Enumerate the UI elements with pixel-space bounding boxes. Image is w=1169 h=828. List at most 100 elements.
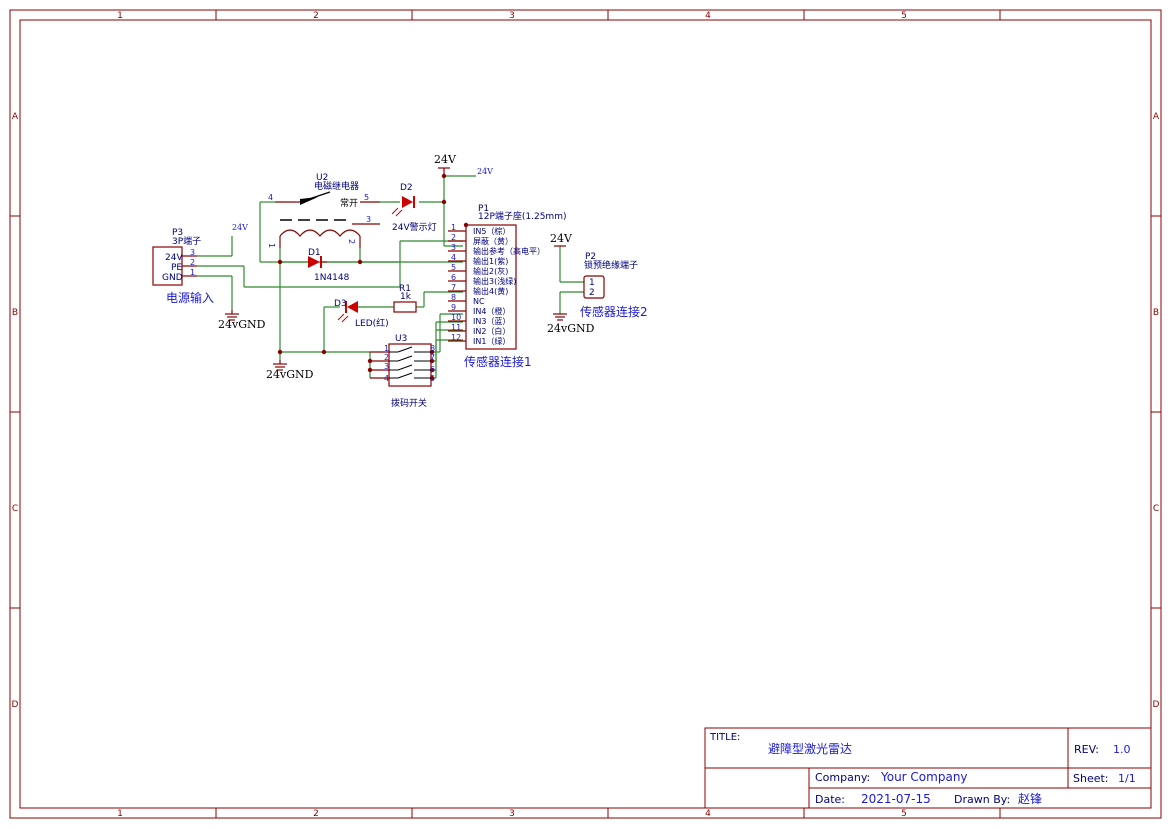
- p1-signal-label: IN2（白）: [473, 326, 510, 336]
- power-gnd-p3: 24vGND: [218, 310, 266, 331]
- led-d2: D2 24V警示灯: [391, 183, 437, 233]
- company-value: Your Company: [880, 770, 968, 784]
- u2-pin-number: 5: [364, 193, 369, 202]
- p1-pin-number: 6: [451, 273, 456, 282]
- d2-ref: D2: [400, 183, 413, 193]
- p2-pin-number: 1: [589, 278, 595, 288]
- sheet-value: 1/1: [1118, 772, 1136, 785]
- frame-labels: 1 2 3 4 5 1 2 3 4 5 A B C D A B C D: [12, 11, 1160, 819]
- d3-ref: D3: [334, 299, 347, 309]
- rev-label: REV:: [1074, 743, 1099, 756]
- gnd-label: 24vGND: [266, 368, 314, 381]
- p1-value: 12P端子座(1.25mm): [478, 210, 566, 222]
- company-label: Company:: [815, 771, 870, 784]
- frame-row-label: D: [12, 700, 19, 710]
- u3-pin-number: 7: [430, 353, 435, 362]
- p1-pin-number: 10: [451, 313, 461, 322]
- relay-u2: U2 电磁继电器 常开 4 5 3 1 2: [267, 173, 380, 248]
- date-label: Date:: [815, 793, 845, 806]
- frame-row-label: B: [12, 308, 18, 318]
- frame-row-label: A: [1153, 112, 1160, 122]
- p1-signal-label: IN1（绿）: [473, 337, 510, 346]
- u3-pin-number: 8: [430, 344, 435, 353]
- p2-ref: P2: [585, 252, 596, 262]
- connector-p1: P1 12P端子座(1.25mm) 传感器连接1: [464, 204, 566, 369]
- frame-col-label: 5: [901, 11, 907, 21]
- u3-pin-number: 6: [430, 365, 435, 374]
- p3-ref: P3: [172, 228, 183, 238]
- p1-signal-label: 输出2(灰): [473, 266, 508, 276]
- p1-signal-label: IN5（棕）: [473, 226, 510, 236]
- u3-pin-number: 4: [384, 374, 389, 383]
- power-gnd-left: 24vGND: [266, 360, 314, 381]
- p1-signal-label: 输出4(黄): [473, 286, 508, 296]
- frame-col-label: 4: [705, 11, 711, 21]
- frame-col-label: 2: [313, 11, 319, 21]
- p1-pin-number: 8: [451, 293, 456, 302]
- gnd-label: 24vGND: [218, 318, 266, 331]
- frame-row-label: B: [1153, 308, 1159, 318]
- p2-pin-number: 2: [589, 288, 595, 298]
- u3-pin-number: 5: [430, 374, 435, 383]
- p1-signal-label: 输出3(浅绿): [473, 276, 516, 286]
- p1-pin-number: 2: [451, 233, 456, 242]
- frame-col-label: 4: [705, 809, 711, 819]
- p3-value: 3P端子: [172, 235, 201, 247]
- drawn-by-value: 赵锋: [1018, 792, 1042, 806]
- p3-pin-name: GND: [162, 273, 183, 283]
- u3-pin-number: 1: [384, 344, 389, 353]
- u3-value: 拨码开关: [391, 397, 427, 409]
- p1-pin-number: 12: [451, 333, 461, 342]
- u2-ref: U2: [316, 173, 328, 183]
- frame-col-label: 3: [509, 11, 515, 21]
- date-value: 2021-07-15: [861, 792, 931, 806]
- u2-pin-number: 1: [267, 243, 276, 248]
- p3-pin-number: 1: [190, 268, 195, 277]
- title-label: TITLE:: [709, 732, 740, 743]
- sheet-frame: [9, 9, 1162, 819]
- p1-signal-label: 输出1(紫): [473, 256, 508, 266]
- frame-row-label: C: [12, 504, 18, 514]
- p1-signal-label: IN3（蓝）: [473, 316, 510, 326]
- wires: [197, 175, 584, 379]
- rev-value: 1.0: [1113, 743, 1131, 756]
- frame-col-label: 1: [117, 11, 123, 21]
- net-label-24v: 24V: [477, 167, 493, 176]
- u2-pin-number: 4: [268, 193, 273, 202]
- p3-pin-number: 2: [190, 258, 195, 267]
- p1-signal-label: 输出参考（高电平）: [473, 246, 545, 256]
- p1-signal-label: IN4（橙）: [473, 306, 510, 316]
- power-24v-label: 24V: [434, 153, 457, 166]
- gnd-label: 24vGND: [547, 322, 595, 335]
- p1-signal-label: 屏蔽（黄）: [473, 236, 513, 246]
- frame-col-label: 1: [117, 809, 123, 819]
- p1-pin-number: 7: [451, 283, 456, 292]
- u2-contact-label: 常开: [340, 197, 358, 209]
- power-gnd-p2: 24vGND: [547, 313, 595, 335]
- frame-col-label: 3: [509, 809, 515, 819]
- frame-col-label: 5: [901, 809, 907, 819]
- u2-pin-number: 3: [366, 215, 371, 224]
- led-d3: D3 LED(红): [334, 299, 389, 329]
- d1-ref: D1: [308, 248, 321, 258]
- frame-row-label: D: [1153, 700, 1160, 710]
- d3-value: LED(红): [355, 317, 389, 329]
- d2-value: 24V警示灯: [392, 221, 437, 233]
- frame-row-label: A: [12, 112, 19, 122]
- u2-value: 电磁继电器: [314, 180, 359, 192]
- p1-pin-number: 9: [451, 303, 456, 312]
- u3-pin-number: 3: [384, 362, 389, 371]
- frame-row-label: C: [1153, 504, 1159, 514]
- p1-pin-number: 4: [451, 253, 456, 262]
- p1-pin-number: 11: [451, 323, 461, 332]
- p2-value: 锁预绝缘端子: [584, 259, 638, 271]
- r1-ref: R1: [399, 284, 411, 294]
- p3-pin-name: PE: [171, 263, 182, 273]
- connector-p3: P3 3P端子 24V PE GND 3 2 1 电源输入: [152, 228, 214, 305]
- p1-signal-label: NC: [473, 297, 485, 306]
- p3-pin-name: 24V: [165, 253, 183, 263]
- resistor-r1: R1 1k: [393, 284, 417, 313]
- drawn-by-label: Drawn By:: [954, 793, 1010, 806]
- connector-p2: P2 锁预绝缘端子 1 2 传感器连接2: [580, 252, 648, 319]
